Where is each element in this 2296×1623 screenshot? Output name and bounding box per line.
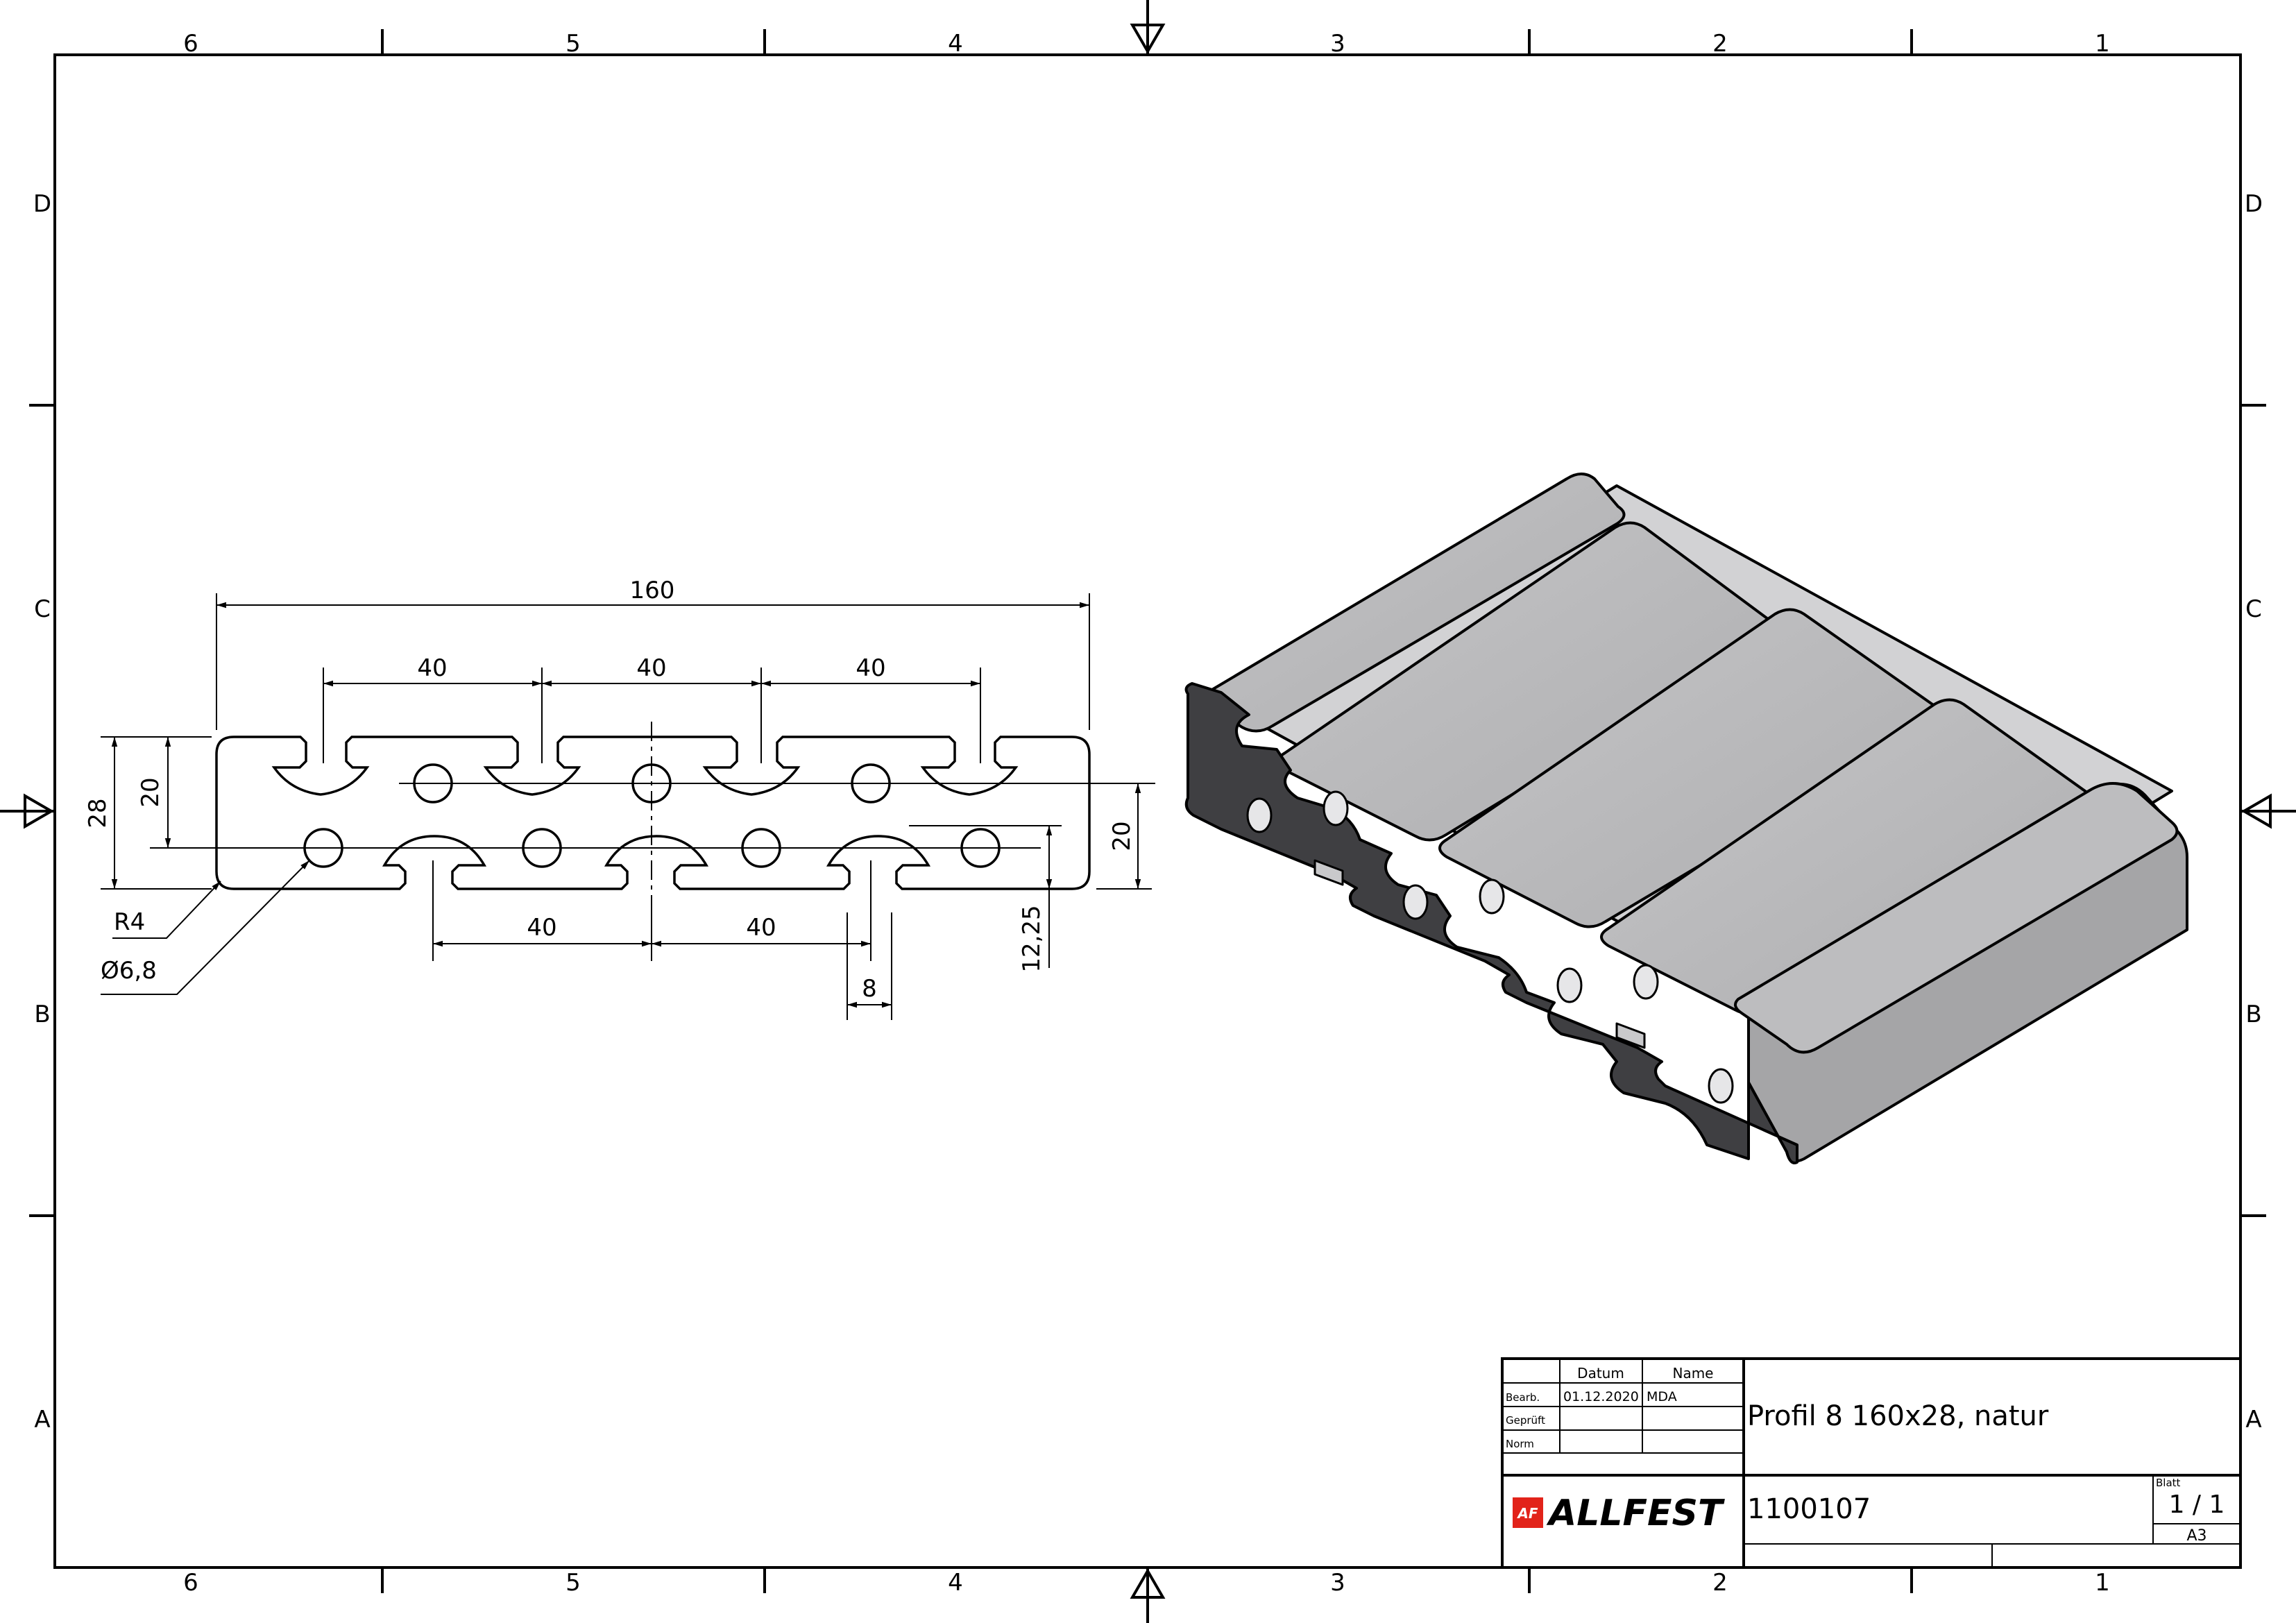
dim-width-total: 160 xyxy=(630,577,675,604)
center-lines xyxy=(150,722,1155,906)
profile-cross-section xyxy=(215,736,1091,890)
centering-mark-top xyxy=(1130,0,1166,55)
row-date-bearb: 01.12.2020 xyxy=(1563,1389,1639,1404)
zone-row-B-left: B xyxy=(34,1001,50,1028)
dim-center-offset: 12,25 xyxy=(1018,905,1046,972)
section-hole xyxy=(1323,790,1349,826)
header-name: Name xyxy=(1672,1365,1713,1382)
dim-pitch-top-3: 40 xyxy=(856,654,885,682)
zone-row-A-left: A xyxy=(34,1406,50,1434)
section-hole xyxy=(1633,964,1659,1000)
zone-col-1-top: 1 xyxy=(2095,30,2110,58)
zone-col-1-bottom: 1 xyxy=(2095,1569,2110,1597)
zone-row-B-right: B xyxy=(2245,1001,2261,1028)
zone-col-6-bottom: 6 xyxy=(183,1569,198,1597)
title-block-texts: Datum Name Bearb. 01.12.2020 MDA Geprüft… xyxy=(1506,1365,2225,1545)
zone-row-C-right: C xyxy=(2245,595,2262,623)
front-section-face xyxy=(1184,682,1798,1164)
sheet-format: A3 xyxy=(2186,1527,2206,1545)
zone-col-5-bottom: 5 xyxy=(566,1569,581,1597)
dim-height-total: 28 xyxy=(84,798,112,828)
profile-isometric-view xyxy=(1184,473,2188,1164)
zone-col-3-bottom: 3 xyxy=(1330,1569,1345,1597)
zone-row-D-right: D xyxy=(2245,190,2263,218)
section-hole xyxy=(1479,878,1505,915)
zone-row-A-right: A xyxy=(2245,1406,2261,1434)
centering-mark-left xyxy=(0,793,55,829)
sheet-value: 1 / 1 xyxy=(2169,1490,2225,1519)
row-name-bearb: MDA xyxy=(1647,1389,1677,1404)
dim-pitch-bottom-2: 40 xyxy=(746,914,776,942)
section-hole xyxy=(1708,1068,1734,1104)
section-slot xyxy=(1615,1022,1646,1049)
allfest-logo: AF ALLFEST xyxy=(1513,1493,1725,1534)
logo-mark-bg xyxy=(1513,1497,1543,1528)
right-end-top xyxy=(1734,782,2179,1054)
centering-mark-right xyxy=(2240,793,2296,829)
section-slot xyxy=(1313,859,1344,886)
centering-mark-bottom xyxy=(1130,1567,1166,1623)
row-label-bearb: Bearb. xyxy=(1506,1391,1540,1404)
dim-slot-width: 8 xyxy=(862,975,877,1003)
row-label-norm: Norm xyxy=(1506,1438,1534,1450)
dim-pitch-top-2: 40 xyxy=(636,654,666,682)
header-datum: Datum xyxy=(1577,1365,1624,1382)
dim-height-inner-right: 20 xyxy=(1108,821,1136,851)
section-hole xyxy=(1402,884,1429,920)
dim-pitch-top-1: 40 xyxy=(417,654,447,682)
dimension-texts: 160 40 40 40 40 40 8 28 20 20 12,25 R4 Ø… xyxy=(84,577,1136,1003)
sheet-label: Blatt xyxy=(2156,1477,2181,1489)
logo-mark: AF xyxy=(1516,1505,1538,1522)
part-number: 1100107 xyxy=(1747,1493,1871,1525)
row-label-geprueft: Geprüft xyxy=(1506,1414,1545,1427)
drawing-title: Profil 8 160x28, natur xyxy=(1747,1400,2049,1432)
zone-row-D-left: D xyxy=(33,190,51,218)
dim-pitch-bottom-1: 40 xyxy=(527,914,556,942)
zone-col-5-top: 5 xyxy=(566,30,581,58)
title-block xyxy=(1501,1357,2242,1569)
dim-height-inner-left: 20 xyxy=(137,777,164,807)
logo-text: ALLFEST xyxy=(1546,1493,1725,1534)
zone-col-4-bottom: 4 xyxy=(948,1569,963,1597)
dim-radius: R4 xyxy=(114,908,145,936)
section-hole xyxy=(1246,797,1273,833)
zone-col-4-top: 4 xyxy=(948,30,963,58)
zone-row-C-left: C xyxy=(34,595,51,623)
section-hole xyxy=(1556,967,1583,1003)
dimension-lines xyxy=(101,593,1152,1020)
dim-hole-diameter: Ø6,8 xyxy=(101,957,157,985)
zone-col-2-bottom: 2 xyxy=(1712,1569,1728,1597)
zone-col-2-top: 2 xyxy=(1712,30,1728,58)
zone-col-3-top: 3 xyxy=(1330,30,1345,58)
profile-outline xyxy=(215,736,1091,890)
zone-col-6-top: 6 xyxy=(183,30,198,58)
